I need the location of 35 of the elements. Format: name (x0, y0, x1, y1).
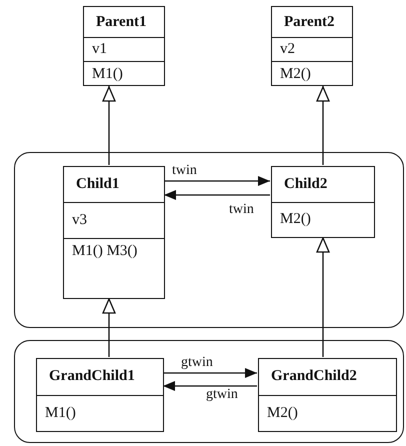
class-members: M2() (272, 61, 352, 85)
association-arrow (164, 176, 270, 186)
association-arrow (164, 190, 270, 200)
inheritance-arrow (316, 237, 330, 357)
inheritance-arrow (102, 86, 116, 165)
class-members: M2() (272, 202, 374, 237)
class-box (63, 166, 165, 299)
class-box (36, 358, 164, 432)
class-members: M1() (84, 61, 164, 85)
inheritance-arrow (102, 298, 116, 357)
class-name: GrandChild1 (48, 367, 136, 386)
class-box (83, 6, 165, 86)
edge-label: twin (172, 164, 197, 178)
class-name: GrandChild2 (270, 367, 358, 386)
class-members: v1 (84, 37, 164, 61)
class-name: Child2 (283, 174, 328, 194)
association-arrow (163, 368, 257, 378)
package-frame (14, 340, 404, 443)
edge-label: gtwin (206, 388, 238, 402)
class-box (271, 6, 353, 86)
package-frame (14, 152, 404, 328)
class-name: Parent2 (283, 12, 336, 32)
edge-label: gtwin (181, 356, 213, 370)
class-box (258, 358, 397, 432)
class-name: Parent1 (95, 12, 148, 32)
class-members: M1() (37, 394, 163, 431)
class-members: v2 (272, 37, 352, 61)
class-members: M2() (259, 394, 396, 431)
class-members: v3 (64, 202, 164, 238)
class-name: Child1 (75, 175, 120, 194)
association-arrow (163, 381, 257, 391)
edge-label: twin (229, 203, 254, 217)
class-box (271, 166, 375, 238)
class-members: M1() M3() (64, 238, 164, 298)
inheritance-arrow (316, 86, 330, 165)
